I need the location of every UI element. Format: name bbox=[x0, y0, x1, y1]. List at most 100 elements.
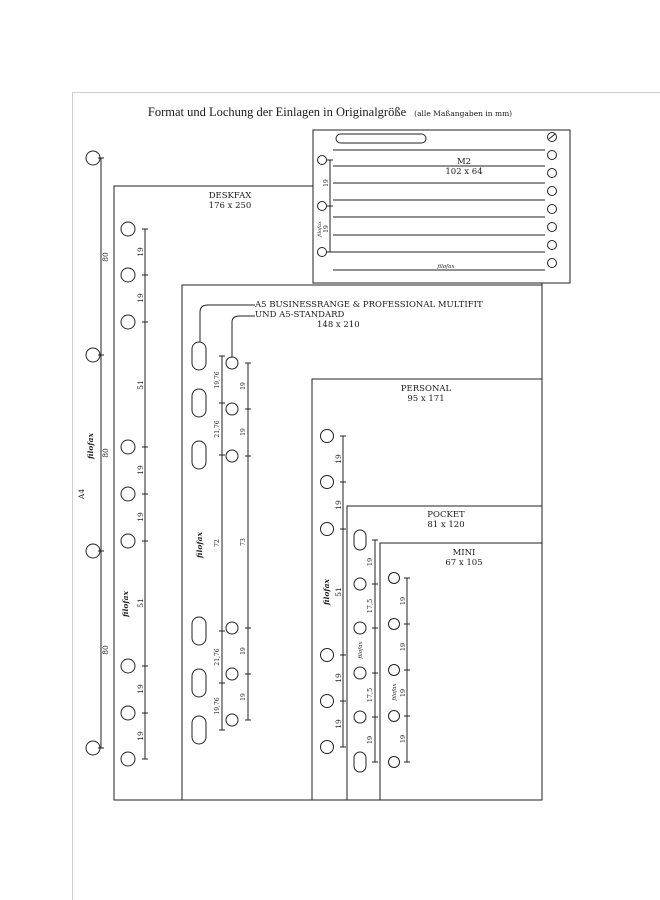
pocket-dim-label: 17,5 bbox=[366, 688, 374, 702]
a5-hole bbox=[225, 667, 239, 681]
a5-inner-dim-label: 19,76 bbox=[214, 697, 221, 714]
mini-dim-label: 19 bbox=[399, 735, 407, 743]
m2-footer-brand: filofax bbox=[436, 264, 455, 270]
mini-name: MINI bbox=[452, 548, 476, 558]
m2-brand: filofax bbox=[317, 221, 323, 238]
a4-hole bbox=[85, 347, 101, 363]
a4-dim-label: 80 bbox=[101, 448, 110, 458]
a5-hole bbox=[225, 449, 239, 463]
personal-hole bbox=[320, 648, 334, 662]
a5-hole bbox=[225, 621, 239, 635]
personal-name: PERSONAL bbox=[400, 384, 452, 394]
personal-hole bbox=[320, 694, 334, 708]
personal-dim-label: 19 bbox=[334, 500, 343, 510]
personal-dim-label: 19 bbox=[334, 719, 343, 729]
m2-slot-top bbox=[335, 133, 427, 144]
deskfax-hole bbox=[120, 221, 136, 237]
a4-dim-label: 80 bbox=[101, 645, 110, 655]
deskfax-dim-label: 19 bbox=[136, 684, 145, 694]
deskfax-hole bbox=[120, 533, 136, 549]
a5-inner-dim-label: 21,76 bbox=[214, 648, 221, 665]
personal-label: PERSONAL 95 x 171 bbox=[386, 384, 466, 404]
m2-outline bbox=[312, 129, 571, 284]
drawing-mark bbox=[548, 133, 556, 140]
m2-right-hole bbox=[547, 132, 557, 142]
deskfax-label: DESKFAX 176 x 250 bbox=[190, 191, 270, 211]
deskfax-dim-label: 19 bbox=[136, 512, 145, 522]
m2-hole bbox=[317, 155, 327, 165]
a5-leader bbox=[231, 315, 255, 357]
a5-outer-dim-label: 19 bbox=[240, 647, 247, 655]
mini-label: MINI 67 x 105 bbox=[424, 548, 504, 568]
personal-hole bbox=[320, 740, 334, 754]
deskfax-dim-label: 19 bbox=[136, 247, 145, 257]
m2-right-hole bbox=[547, 222, 557, 232]
a5-inner-dim-label: 19,76 bbox=[214, 371, 221, 388]
a4-brand: filofax bbox=[86, 433, 95, 460]
a4-dim-label: 80 bbox=[101, 252, 110, 262]
drawing-mark bbox=[85, 129, 571, 801]
page-title: Format und Lochung der Einlagen in Origi… bbox=[0, 104, 660, 120]
m2-right-hole bbox=[547, 240, 557, 250]
deskfax-dim-label: 51 bbox=[136, 380, 145, 390]
deskfax-hole bbox=[120, 486, 136, 502]
pocket-label: POCKET 81 x 120 bbox=[406, 510, 486, 530]
pocket-dim-label: 19 bbox=[366, 736, 374, 744]
a5-hole bbox=[225, 402, 239, 416]
personal-dim-label: 19 bbox=[334, 454, 343, 464]
deskfax-hole bbox=[120, 705, 136, 721]
pocket-hole bbox=[353, 710, 367, 724]
a5-outer-dim-label: 73 bbox=[240, 538, 247, 546]
deskfax-dim-label: 19 bbox=[136, 465, 145, 475]
m2-right-hole bbox=[547, 204, 557, 214]
pocket-slot bbox=[353, 529, 367, 551]
a5-slot bbox=[191, 341, 207, 371]
deskfax-dim-label: 19 bbox=[136, 731, 145, 741]
deskfax-hole bbox=[120, 314, 136, 330]
m2-right-hole bbox=[547, 186, 557, 196]
a4-hole bbox=[85, 543, 101, 559]
a5-name-line2: UND A5-STANDARD bbox=[255, 310, 345, 320]
mini-hole bbox=[388, 756, 400, 768]
mini-dim-label: 19 bbox=[399, 597, 407, 605]
personal-hole bbox=[320, 475, 334, 489]
pocket-dim-label: 17,5 bbox=[366, 599, 374, 613]
pocket-brand: filofax bbox=[358, 641, 364, 660]
a5-slot bbox=[191, 616, 207, 646]
deskfax-hole bbox=[120, 267, 136, 283]
a5-inner-dim-label: 72 bbox=[214, 539, 221, 547]
a5-size: 148 x 210 bbox=[317, 320, 360, 330]
deskfax-hole bbox=[120, 751, 136, 767]
a5-hole bbox=[225, 713, 239, 727]
a5-slot bbox=[191, 715, 207, 745]
m2-size: 102 x 64 bbox=[445, 167, 483, 177]
m2-name: M2 bbox=[456, 157, 472, 167]
mini-dim-label: 19 bbox=[399, 689, 407, 697]
m2-dim-label: 19 bbox=[323, 225, 330, 233]
mini-hole bbox=[388, 664, 400, 676]
a5-slot bbox=[191, 440, 207, 470]
a5-leader bbox=[199, 304, 255, 342]
m2-dim-label: 19 bbox=[323, 179, 330, 187]
a5-brand: filofax bbox=[195, 532, 204, 559]
pocket-hole bbox=[353, 577, 367, 591]
a5-outer-dim-label: 19 bbox=[240, 428, 247, 436]
a4-label: A4 bbox=[77, 489, 86, 500]
personal-size: 95 x 171 bbox=[407, 394, 445, 404]
mini-size: 67 x 105 bbox=[445, 558, 483, 568]
m2-hole bbox=[317, 247, 327, 257]
pocket-dim-label: 19 bbox=[366, 558, 374, 566]
deskfax-dim-label: 19 bbox=[136, 293, 145, 303]
a5-slot bbox=[191, 388, 207, 418]
deskfax-hole bbox=[120, 658, 136, 674]
m2-right-hole bbox=[547, 258, 557, 268]
m2-right-hole bbox=[547, 150, 557, 160]
mini-dim-label: 19 bbox=[399, 643, 407, 651]
mini-outline bbox=[379, 542, 543, 801]
drawing-mark: 80 80 80 A4 filofax 19 19 51 19 19 51 19… bbox=[77, 179, 455, 744]
personal-dim-label: 19 bbox=[334, 673, 343, 683]
personal-brand: filofax bbox=[322, 579, 331, 606]
deskfax-brand: filofax bbox=[121, 591, 130, 618]
a5-outer-dim-label: 19 bbox=[240, 382, 247, 390]
m2-right-hole bbox=[547, 168, 557, 178]
